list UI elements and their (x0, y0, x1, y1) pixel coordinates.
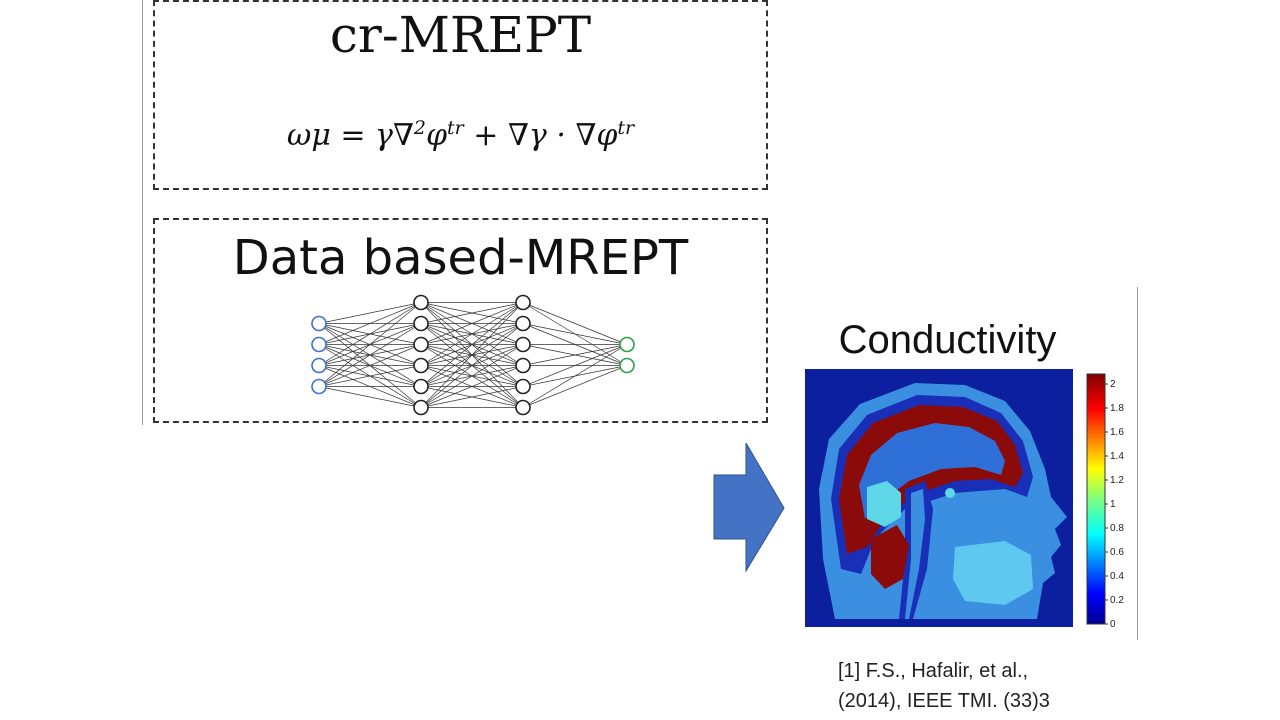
equation-sup-1: 2 (413, 117, 427, 139)
network-connection (318, 386, 422, 408)
hidden-node (515, 315, 531, 332)
colorbar-gradient (1086, 373, 1106, 625)
cr-mrept-equation: ωμ = γ∇2φtr + ∇γ · ∇φtr (155, 117, 766, 153)
hidden-node (413, 378, 429, 395)
brain-conductivity-map (805, 369, 1073, 627)
white-matter (859, 423, 1005, 519)
hidden-node (515, 378, 531, 395)
equation-lhs: ωμ = γ∇ (286, 118, 414, 153)
equation-mid: φ (426, 118, 448, 153)
data-mrept-title: Data based-MREPT (232, 230, 689, 286)
network-connection (522, 323, 628, 345)
input-node (311, 315, 327, 332)
network-connection (420, 302, 524, 408)
network-connection (420, 365, 524, 408)
input-node (311, 357, 327, 374)
colorbar-tick-label: 1.6 (1110, 427, 1124, 438)
arrow-right-icon (713, 443, 785, 573)
hidden-node (413, 294, 429, 311)
colorbar-tick-label: 0.6 (1110, 547, 1124, 558)
network-connection (420, 302, 524, 324)
colorbar: 2 1.8 1.6 1.4 1.2 1 0.8 0.6 0.4 0.2 0 (1086, 373, 1124, 630)
arrow-shape (713, 443, 785, 573)
colorbar-tick-label: 0.2 (1110, 595, 1124, 606)
hidden-node (413, 357, 429, 374)
network-connection (522, 344, 628, 408)
input-node (311, 336, 327, 353)
hidden-node (515, 357, 531, 374)
colorbar-tick-label: 0.8 (1110, 523, 1124, 534)
equation-rest: + ∇γ · ∇φ (463, 118, 618, 153)
colorbar-tick-label: 0 (1110, 619, 1116, 630)
hidden-node (413, 336, 429, 353)
network-connection (420, 386, 524, 408)
colorbar-tick-label: 1.8 (1110, 403, 1124, 414)
hidden-node (413, 399, 429, 416)
colorbar-tick-label: 2 (1110, 379, 1116, 390)
right-rule (1137, 287, 1138, 640)
network-connection (318, 302, 422, 387)
network-connection (318, 302, 422, 366)
network-connection (318, 302, 422, 324)
map-highlight (945, 488, 955, 498)
colorbar-tick-label: 1.4 (1110, 451, 1124, 462)
ventricle (867, 481, 901, 527)
network-connection (318, 302, 422, 345)
network-connection (420, 344, 524, 408)
hidden-node (515, 294, 531, 311)
network-connection (522, 302, 628, 345)
hidden-node (515, 399, 531, 416)
output-node (619, 336, 635, 353)
network-connection (522, 365, 628, 408)
equation-sup-2: tr (447, 117, 464, 139)
hidden-node (413, 315, 429, 332)
network-connection (420, 302, 524, 345)
hidden-node (515, 336, 531, 353)
output-node (619, 357, 635, 374)
network-connection (420, 323, 524, 408)
network-connection (522, 344, 628, 366)
network-connection (318, 323, 422, 387)
cr-mrept-title: cr-MREPT (329, 6, 592, 64)
left-rule (142, 0, 143, 425)
lower-face (953, 541, 1033, 605)
citation-line-1: [1] F.S., Hafalir, et al., (838, 660, 1029, 682)
network-connection (420, 302, 524, 387)
network-connection (420, 302, 524, 366)
colorbar-tick-label: 1.2 (1110, 475, 1124, 486)
equation-sup-3: tr (617, 117, 635, 139)
cerebellum-region (871, 525, 909, 589)
data-mrept-box: Data based-MREPT (153, 218, 768, 423)
conductivity-title: Conductivity (838, 318, 1057, 362)
colorbar-ticks: 2 1.8 1.6 1.4 1.2 1 0.8 0.6 0.4 0.2 0 (1105, 379, 1124, 630)
colorbar-tick-label: 0.4 (1110, 571, 1124, 582)
neural-network-diagram (311, 294, 635, 416)
citation-line-2: (2014), IEEE TMI. (33)3 (838, 690, 1050, 712)
input-node (311, 378, 327, 395)
brainstem-core (905, 489, 925, 619)
network-connection (522, 344, 628, 387)
network-connection (318, 344, 422, 387)
cr-mrept-box: cr-MREPT ωμ = γ∇2φtr + ∇γ · ∇φtr (153, 0, 768, 190)
colorbar-tick-label: 1 (1110, 499, 1116, 510)
network-connection (318, 365, 422, 387)
